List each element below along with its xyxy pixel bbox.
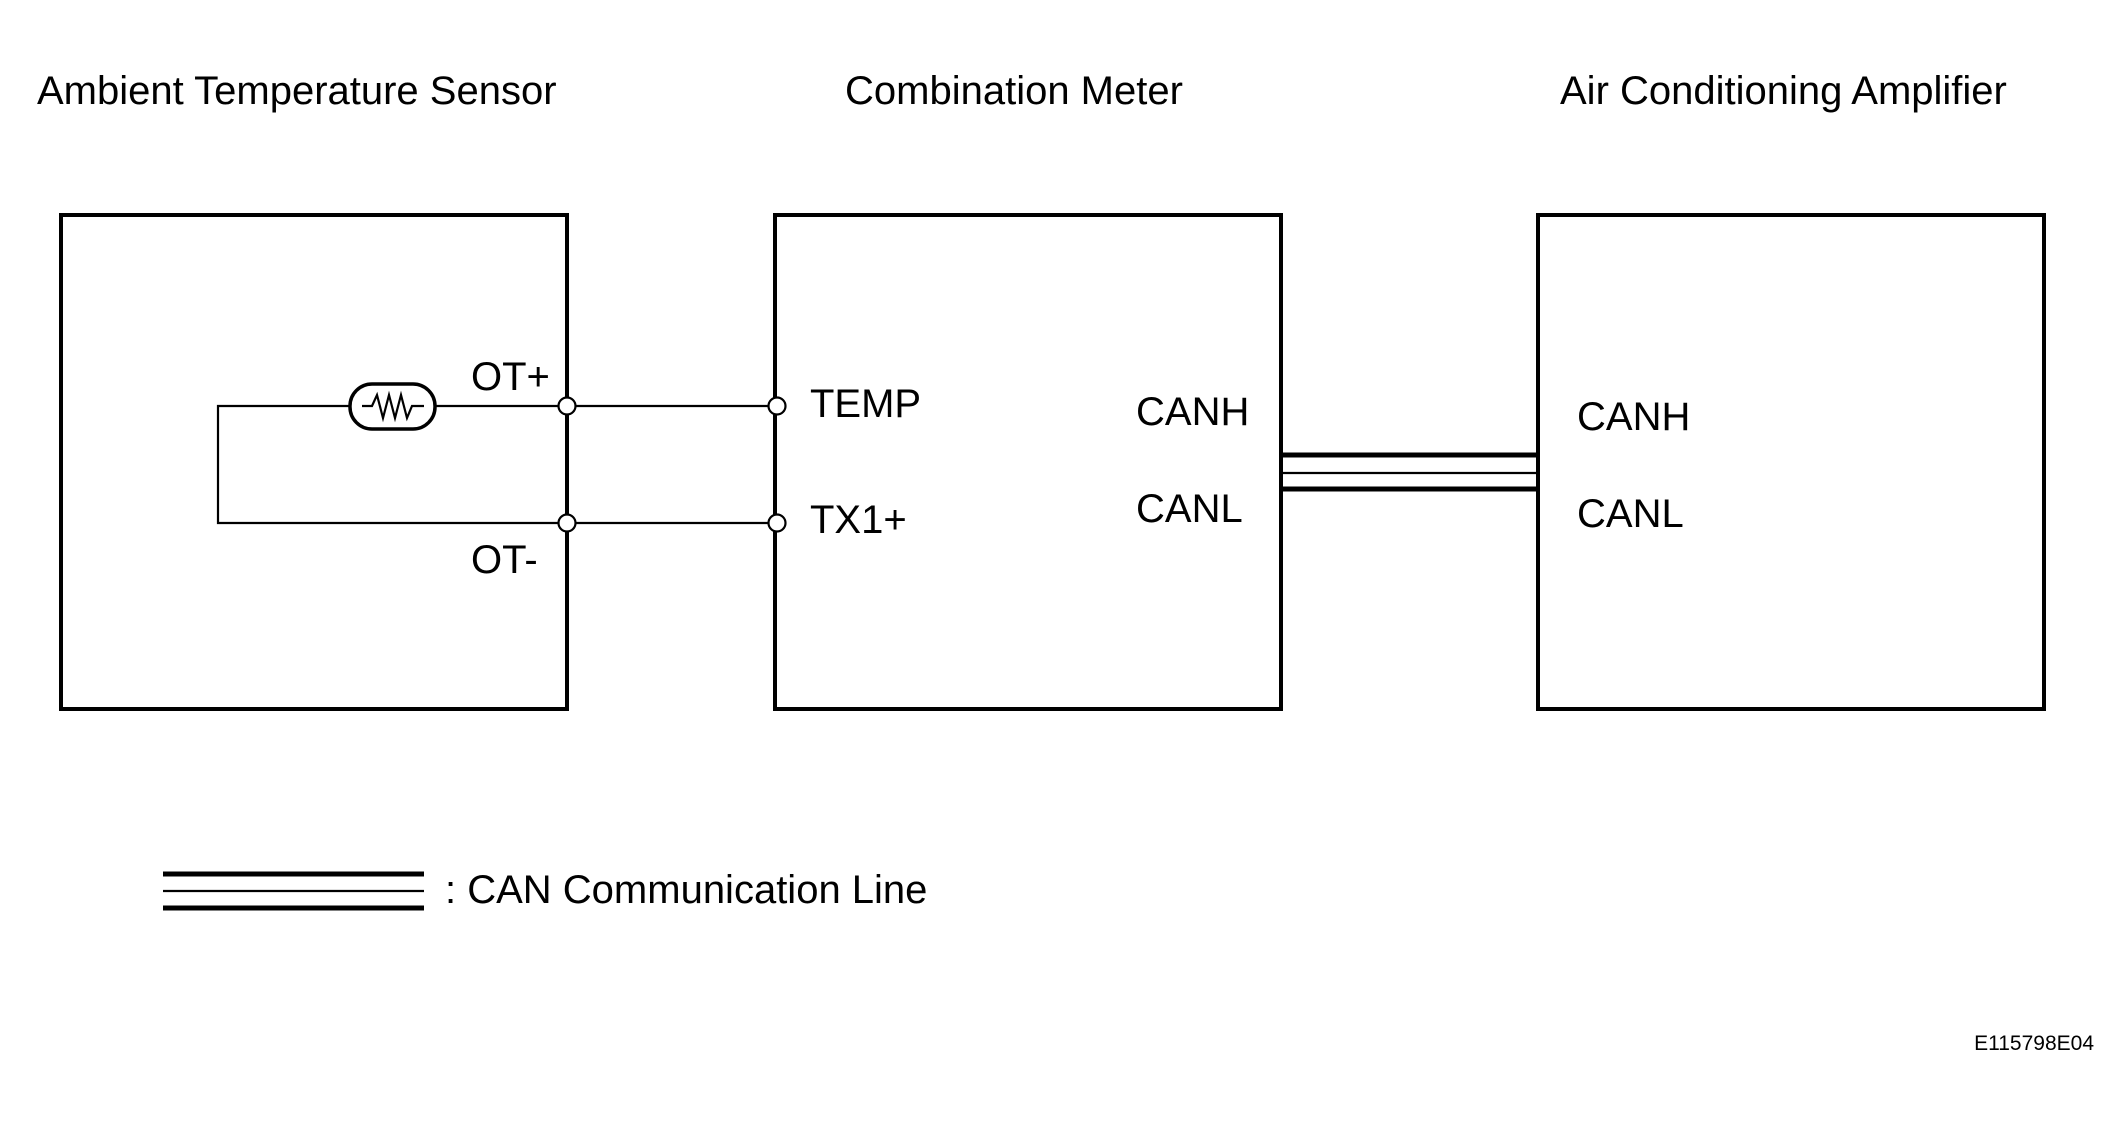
figure-code: E115798E04 <box>1974 1032 2094 1055</box>
amplifier-pin-canl: CANL <box>1577 492 1684 536</box>
amplifier-title: Air Conditioning Amplifier <box>1560 69 2007 113</box>
meter-pin-tx1: TX1+ <box>810 498 907 542</box>
node-tx1 <box>767 513 787 533</box>
legend-can-line-symbol <box>163 871 424 911</box>
meter-pin-temp: TEMP <box>810 382 921 426</box>
can-bus-line <box>1281 452 1538 492</box>
meter-title: Combination Meter <box>845 69 1183 113</box>
meter-pin-canh: CANH <box>1136 390 1249 434</box>
sensor-pin-ot-minus: OT- <box>471 538 538 582</box>
node-ot-plus <box>557 396 577 416</box>
node-temp <box>767 396 787 416</box>
amplifier-box <box>1536 213 2046 711</box>
sensor-pin-ot-plus: OT+ <box>471 355 550 399</box>
legend-can-line-label: : CAN Communication Line <box>445 868 927 912</box>
amplifier-pin-canh: CANH <box>1577 395 1690 439</box>
sensor-internal-loop <box>216 404 567 525</box>
node-ot-minus <box>557 513 577 533</box>
sensor-box <box>59 213 569 711</box>
sensor-title: Ambient Temperature Sensor <box>37 69 557 113</box>
meter-box <box>773 213 1283 711</box>
meter-pin-canl: CANL <box>1136 487 1243 531</box>
thermistor-icon <box>348 382 437 431</box>
